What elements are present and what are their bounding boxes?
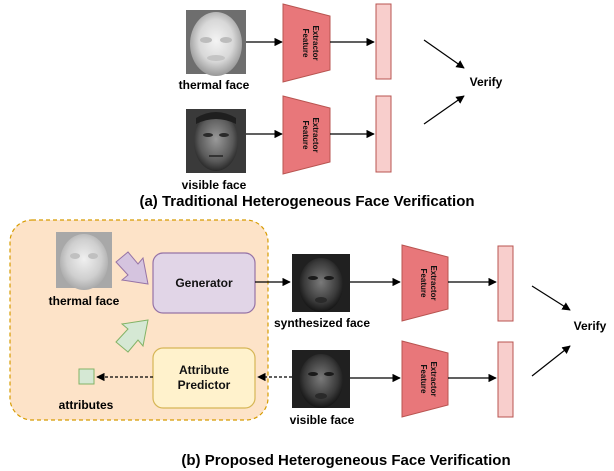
feature-extractor-a-bottom: Feature Extractor [282, 95, 331, 175]
extractor-label-line1: Feature [301, 121, 310, 150]
attribute-predictor-box [152, 347, 256, 409]
visible-face-image-a [186, 109, 246, 173]
extractor-label-line2: Extractor [311, 117, 320, 152]
attributes-label: attributes [59, 398, 114, 412]
verify-label-b: Verify [574, 319, 607, 333]
thermal-face-label-b: thermal face [49, 294, 120, 308]
feature-vector-a-bottom [375, 95, 392, 173]
feature-extractor-b-top: Feature Extractor [401, 244, 449, 322]
feature-vector-b-bottom [497, 341, 514, 418]
attributes-square [78, 368, 95, 385]
thermal-to-generator-arrow [115, 251, 149, 285]
visible-face-image-b [292, 350, 350, 408]
arrow-to-verify-a-top [423, 39, 465, 69]
generator-label: Generator [175, 276, 233, 290]
synthesized-face-label: synthesized face [274, 316, 370, 330]
synthesized-face-image [292, 254, 350, 312]
extractor-label-line2: Extractor [429, 265, 438, 300]
thermal-face-image-a [186, 10, 246, 76]
attribute-predictor-label-line2: Predictor [178, 378, 231, 392]
extractor-label-line2: Extractor [311, 25, 320, 60]
extractor-label-line1: Feature [419, 365, 428, 394]
arrow-to-verify-b-top [531, 285, 571, 311]
caption-b: (b) Proposed Heterogeneous Face Verifica… [181, 452, 510, 469]
extractor-label-line1: Feature [419, 269, 428, 298]
verify-label-a: Verify [470, 75, 503, 89]
caption-a: (a) Traditional Heterogeneous Face Verif… [139, 193, 474, 210]
arrow-to-verify-b-bottom [531, 345, 571, 377]
visible-face-label-b: visible face [290, 413, 355, 427]
attribute-predictor-label-line1: Attribute [179, 363, 229, 377]
arrow-to-verify-a-bottom [423, 95, 465, 125]
extractor-label-line1: Feature [301, 29, 310, 58]
generator-box [152, 252, 256, 314]
extractor-label-line2: Extractor [429, 361, 438, 396]
feature-vector-a-top [375, 3, 392, 80]
feature-vector-b-top [497, 245, 514, 322]
feature-extractor-a-top: Feature Extractor [282, 3, 331, 83]
attribute-to-generator-arrow [115, 319, 149, 353]
feature-extractor-b-bottom: Feature Extractor [401, 340, 449, 418]
thermal-face-image-b [56, 232, 112, 290]
thermal-face-label-a: thermal face [179, 78, 250, 92]
visible-face-label-a: visible face [182, 178, 247, 192]
